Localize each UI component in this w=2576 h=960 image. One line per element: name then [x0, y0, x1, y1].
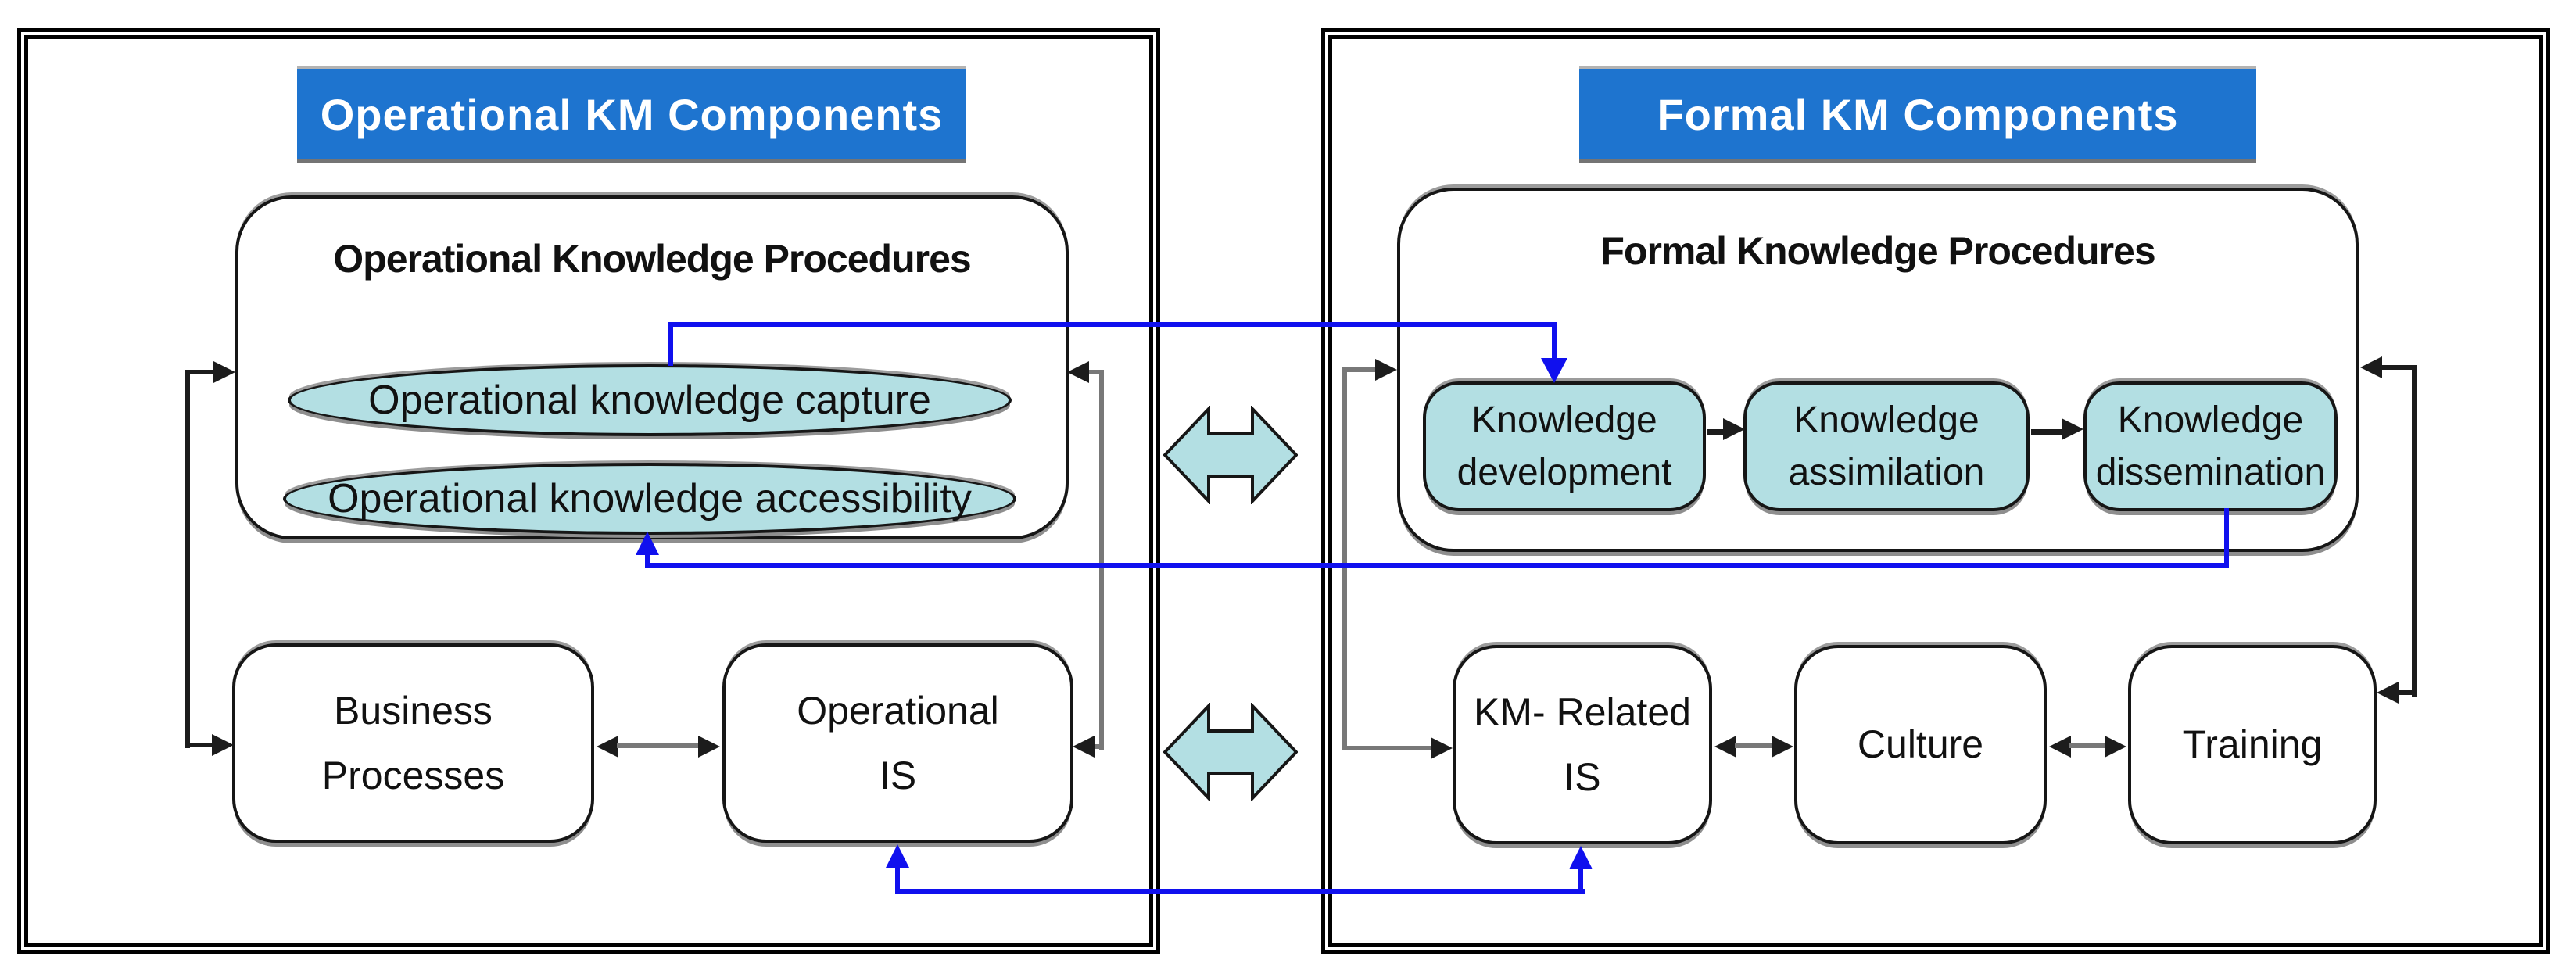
training-box: Training [2128, 645, 2377, 844]
right-panel-right-bracket-top-stub [2382, 365, 2412, 370]
knowledge-assimilation-line2: assimilation [1788, 452, 1985, 493]
left-panel-right-bracket-top-stub [1089, 370, 1104, 374]
blue-connector-dissemination-drop [2224, 508, 2229, 568]
blue-arrowhead-into-knowledge-development [1541, 358, 1567, 383]
knowledge-assimilation-line1: Knowledge [1793, 399, 1979, 441]
double-arrow-icon [1163, 406, 1298, 504]
culture-label: Culture [1857, 722, 1984, 767]
left-panel-header: Operational KM Components [297, 69, 966, 159]
arrowhead-into-culture-left [1772, 736, 1793, 758]
left-bracket-bottom-arrowhead [212, 734, 234, 756]
arrow-assimilation-to-dissemination [2031, 429, 2062, 435]
left-panel-right-bracket-bottom-arrowhead [1073, 736, 1095, 758]
right-panel-header-label: Formal KM Components [1657, 89, 2179, 139]
knowledge-development-box: Knowledge development [1423, 381, 1706, 511]
blue-arrowhead-into-operational-is [886, 844, 909, 868]
km-related-is-line1: KM- Related [1474, 690, 1691, 734]
right-panel [1321, 28, 2550, 954]
business-processes-box: Business Processes [232, 643, 594, 843]
knowledge-assimilation-box: Knowledge assimilation [1743, 381, 2030, 511]
operational-knowledge-capture-label: Operational knowledge capture [368, 378, 931, 423]
right-panel-right-bracket-bottom-stub [2397, 690, 2412, 695]
knowledge-development-line1: Knowledge [1471, 399, 1657, 441]
left-bracket-top-arrowhead [213, 361, 235, 383]
arrow-development-to-assimilation [1707, 429, 1723, 435]
arrowhead-development-to-assimilation [1723, 418, 1745, 440]
operational-knowledge-accessibility-ellipse: Operational knowledge accessibility [283, 463, 1016, 535]
right-panel-right-bracket-line [2412, 365, 2417, 697]
arrow-culture-training-shaft [2069, 743, 2105, 748]
blue-connector-capture-drop [668, 324, 673, 366]
right-panel-header: Formal KM Components [1579, 69, 2256, 159]
blue-arrowhead-into-accessibility [636, 532, 659, 555]
arrowhead-into-culture-right [2049, 736, 2071, 758]
blue-connector-development-drop [1552, 322, 1557, 361]
operational-knowledge-capture-ellipse: Operational knowledge capture [288, 364, 1012, 436]
right-panel-left-bracket-top-stub [1347, 367, 1377, 372]
knowledge-development-line2: development [1456, 452, 1672, 493]
arrowhead-assimilation-to-dissemination [2062, 418, 2083, 440]
arrowhead-into-business-processes-right [597, 736, 618, 758]
left-bracket-bottom-stub [185, 743, 213, 747]
blue-connector-bottom-horizontal [895, 889, 1585, 894]
right-panel-right-bracket-top-arrowhead [2360, 356, 2382, 378]
right-panel-left-bracket-bottom-arrowhead [1431, 737, 1453, 759]
formal-knowledge-procedures-title: Formal Knowledge Procedures [1600, 229, 2155, 273]
operational-is-line2: IS [879, 753, 917, 797]
business-processes-line1: Business [334, 689, 493, 733]
right-panel-left-bracket-line [1342, 367, 1347, 750]
left-panel [17, 28, 1160, 954]
km-related-is-box: KM- Related IS [1453, 645, 1712, 844]
knowledge-dissemination-line2: dissemination [2095, 452, 2326, 493]
knowledge-dissemination-line1: Knowledge [2117, 399, 2304, 441]
operational-knowledge-accessibility-label: Operational knowledge accessibility [328, 476, 972, 521]
right-panel-left-bracket-top-arrowhead [1375, 359, 1397, 381]
knowledge-dissemination-box: Knowledge dissemination [2083, 381, 2338, 511]
left-panel-right-bracket-line [1099, 370, 1104, 750]
operational-is-box: Operational IS [722, 643, 1073, 843]
arrowhead-into-km-related-is-right [1714, 736, 1736, 758]
operational-knowledge-procedures-title: Operational Knowledge Procedures [333, 237, 971, 281]
km-related-is-line2: IS [1564, 754, 1601, 799]
training-label: Training [2182, 722, 2323, 767]
blue-arrowhead-into-km-related-is [1569, 846, 1593, 869]
arrowhead-into-training-left [2105, 736, 2126, 758]
left-panel-right-bracket-top-arrowhead [1067, 361, 1089, 383]
arrow-km-culture-shaft [1735, 743, 1772, 748]
business-processes-line2: Processes [321, 753, 505, 797]
blue-connector-top-horizontal [668, 322, 1557, 327]
left-panel-header-label: Operational KM Components [320, 89, 944, 139]
blue-connector-accessibility-riser [645, 553, 650, 566]
left-bracket-top-stub [185, 370, 215, 374]
arrowhead-into-operational-is-left [698, 736, 720, 758]
left-bracket-line [185, 370, 190, 748]
blue-connector-middle-horizontal [645, 563, 2229, 568]
operational-is-line1: Operational [797, 689, 999, 733]
culture-box: Culture [1794, 645, 2047, 844]
blue-connector-km-riser [1578, 868, 1583, 894]
right-panel-right-bracket-bottom-arrowhead [2377, 682, 2399, 704]
right-panel-left-bracket-bottom-stub [1347, 746, 1431, 750]
double-arrow-icon [1163, 703, 1298, 801]
blue-connector-ois-riser [895, 866, 900, 894]
arrow-bp-ois-shaft [617, 743, 700, 748]
left-panel-right-bracket-bottom-stub [1095, 744, 1104, 749]
